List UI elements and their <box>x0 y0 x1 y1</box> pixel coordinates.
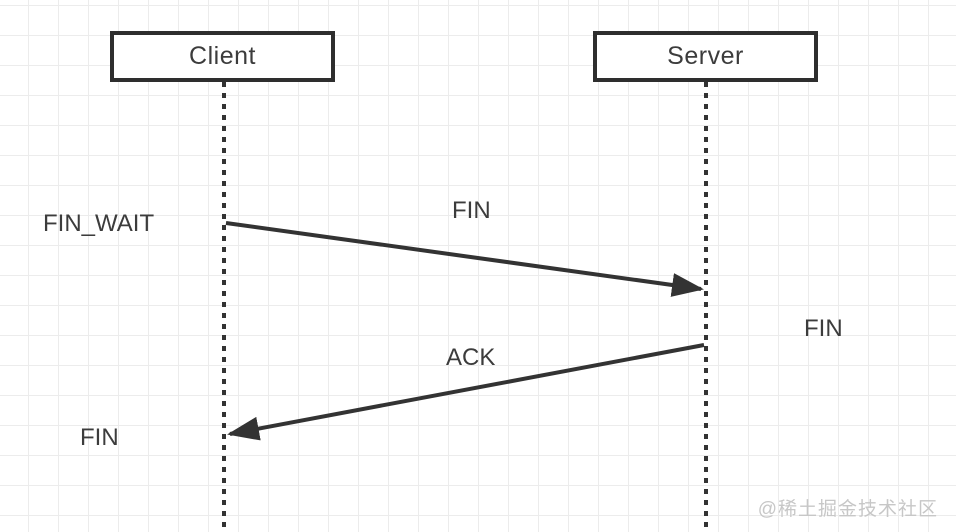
lifeline-client <box>222 82 226 532</box>
message-label-fin: FIN <box>452 197 491 224</box>
state-label-fin-server: FIN <box>804 315 843 342</box>
actor-label-client: Client <box>189 42 256 70</box>
state-label-fin-client: FIN <box>80 424 119 451</box>
state-label-fin-wait: FIN_WAIT <box>43 210 155 237</box>
fin-message-arrow <box>225 221 704 297</box>
actor-box-server: Server <box>593 31 818 82</box>
actor-box-client: Client <box>110 31 335 82</box>
lifeline-server <box>704 82 708 532</box>
watermark-text: @稀土掘金技术社区 <box>757 499 938 520</box>
message-label-ack: ACK <box>446 344 496 371</box>
actor-label-server: Server <box>667 42 744 70</box>
